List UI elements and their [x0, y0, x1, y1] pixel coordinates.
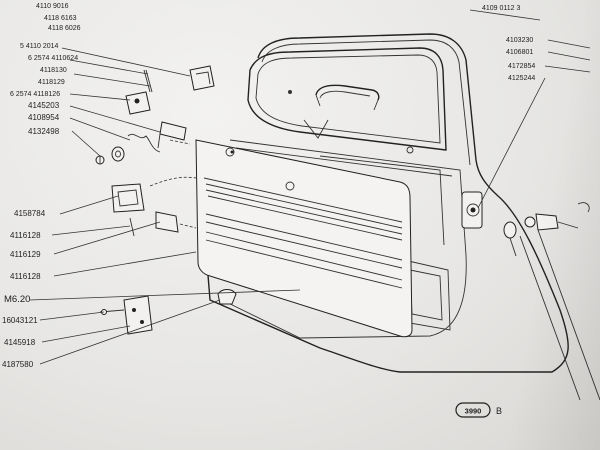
part-label: 5 4110 2014 [20, 43, 59, 50]
figure-number-label: 3990 [465, 407, 482, 416]
grab-handle [288, 84, 380, 139]
part-label: M6.20 [4, 294, 30, 305]
part-label: 4172854 [508, 63, 535, 70]
part-label: 16043121 [2, 316, 38, 325]
latch-parts [503, 202, 600, 401]
part-numbers-left: 4110 9016 4118 6163 4118 6026 5 4110 201… [2, 3, 81, 369]
part-label: 4118130 [40, 67, 67, 74]
part-label: 4132498 [28, 127, 60, 136]
part-label: 4158784 [14, 209, 46, 218]
figure-suffix: B [496, 406, 502, 416]
part-label: 6 2574 4118126 [10, 91, 60, 98]
part-label: 4118 6026 [48, 25, 81, 32]
part-label: 4145918 [4, 338, 36, 347]
part-label: 4116128 [10, 231, 41, 240]
part-label: 4145203 [28, 101, 60, 110]
part-label: 4103230 [506, 37, 533, 44]
part-label: 4110 9016 [36, 3, 69, 10]
part-numbers-right: 4103230 4106801 4172854 4125244 4109 011… [482, 5, 535, 82]
part-label: 4118129 [38, 79, 65, 86]
part-label: 4187580 [2, 360, 34, 369]
part-label: 4116129 [10, 250, 41, 259]
part-label: 4125244 [508, 75, 535, 82]
part-label: 4108954 [28, 113, 60, 122]
part-label: 4109 0112 3 [482, 5, 521, 12]
part-label: 6 2574 4110624 [28, 55, 78, 62]
part-label: 4118 6163 [44, 15, 77, 22]
leader-lines [29, 9, 591, 365]
part-label: 4106801 [506, 49, 533, 56]
door-trim-panel [195, 139, 413, 338]
figure-number: 3990 B [455, 402, 502, 418]
part-label: 4116128 [10, 272, 41, 281]
small-parts [95, 65, 237, 335]
